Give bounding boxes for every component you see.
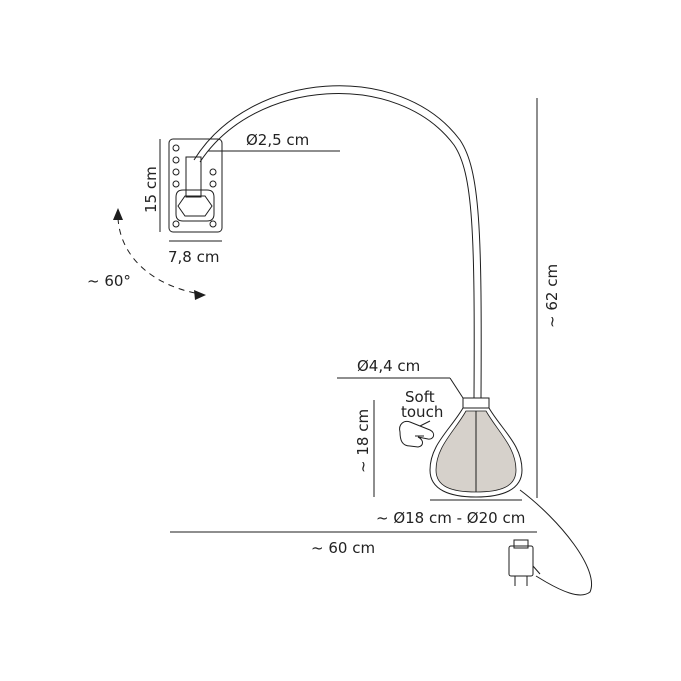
bracket-holes (172, 144, 217, 228)
touch-hand-icon (399, 420, 435, 448)
label-bracket-height: 15 cm (142, 166, 160, 213)
label-neck-diameter: Ø4,4 cm (357, 357, 420, 375)
arc-tube-outer (193, 85, 482, 399)
cable-connector (535, 575, 547, 583)
label-shade-height: ~ 18 cm (354, 409, 372, 473)
arc-tube (193, 85, 482, 399)
power-plug-icon (508, 539, 541, 586)
bracket-cutout (175, 189, 215, 222)
bracket-hex (177, 195, 213, 217)
label-shade-diameter: ~ Ø18 cm - Ø20 cm (376, 509, 525, 527)
shade-neck (462, 397, 490, 409)
power-cable (508, 489, 592, 596)
label-tube-diameter: Ø2,5 cm (246, 131, 309, 149)
label-total-height: ~ 62 cm (543, 264, 561, 328)
label-soft-touch-2: touch (401, 403, 443, 421)
rotation-arrow-icon (113, 208, 206, 300)
label-soft-touch-1: Soft (405, 388, 435, 406)
arc-tube-inner (199, 93, 475, 399)
dim-neck-line-diag (449, 377, 464, 399)
label-reach: ~ 60 cm (311, 539, 375, 557)
bracket-arm-mount (185, 156, 202, 198)
dimension-lines (159, 98, 538, 533)
label-rotation: ~ 60° (87, 272, 131, 290)
lamp-shade (429, 397, 523, 498)
label-bracket-width: 7,8 cm (168, 248, 219, 266)
bracket-plate (168, 138, 223, 233)
wall-bracket (168, 138, 223, 233)
shade-outer (429, 407, 523, 498)
cable-line (519, 489, 592, 596)
